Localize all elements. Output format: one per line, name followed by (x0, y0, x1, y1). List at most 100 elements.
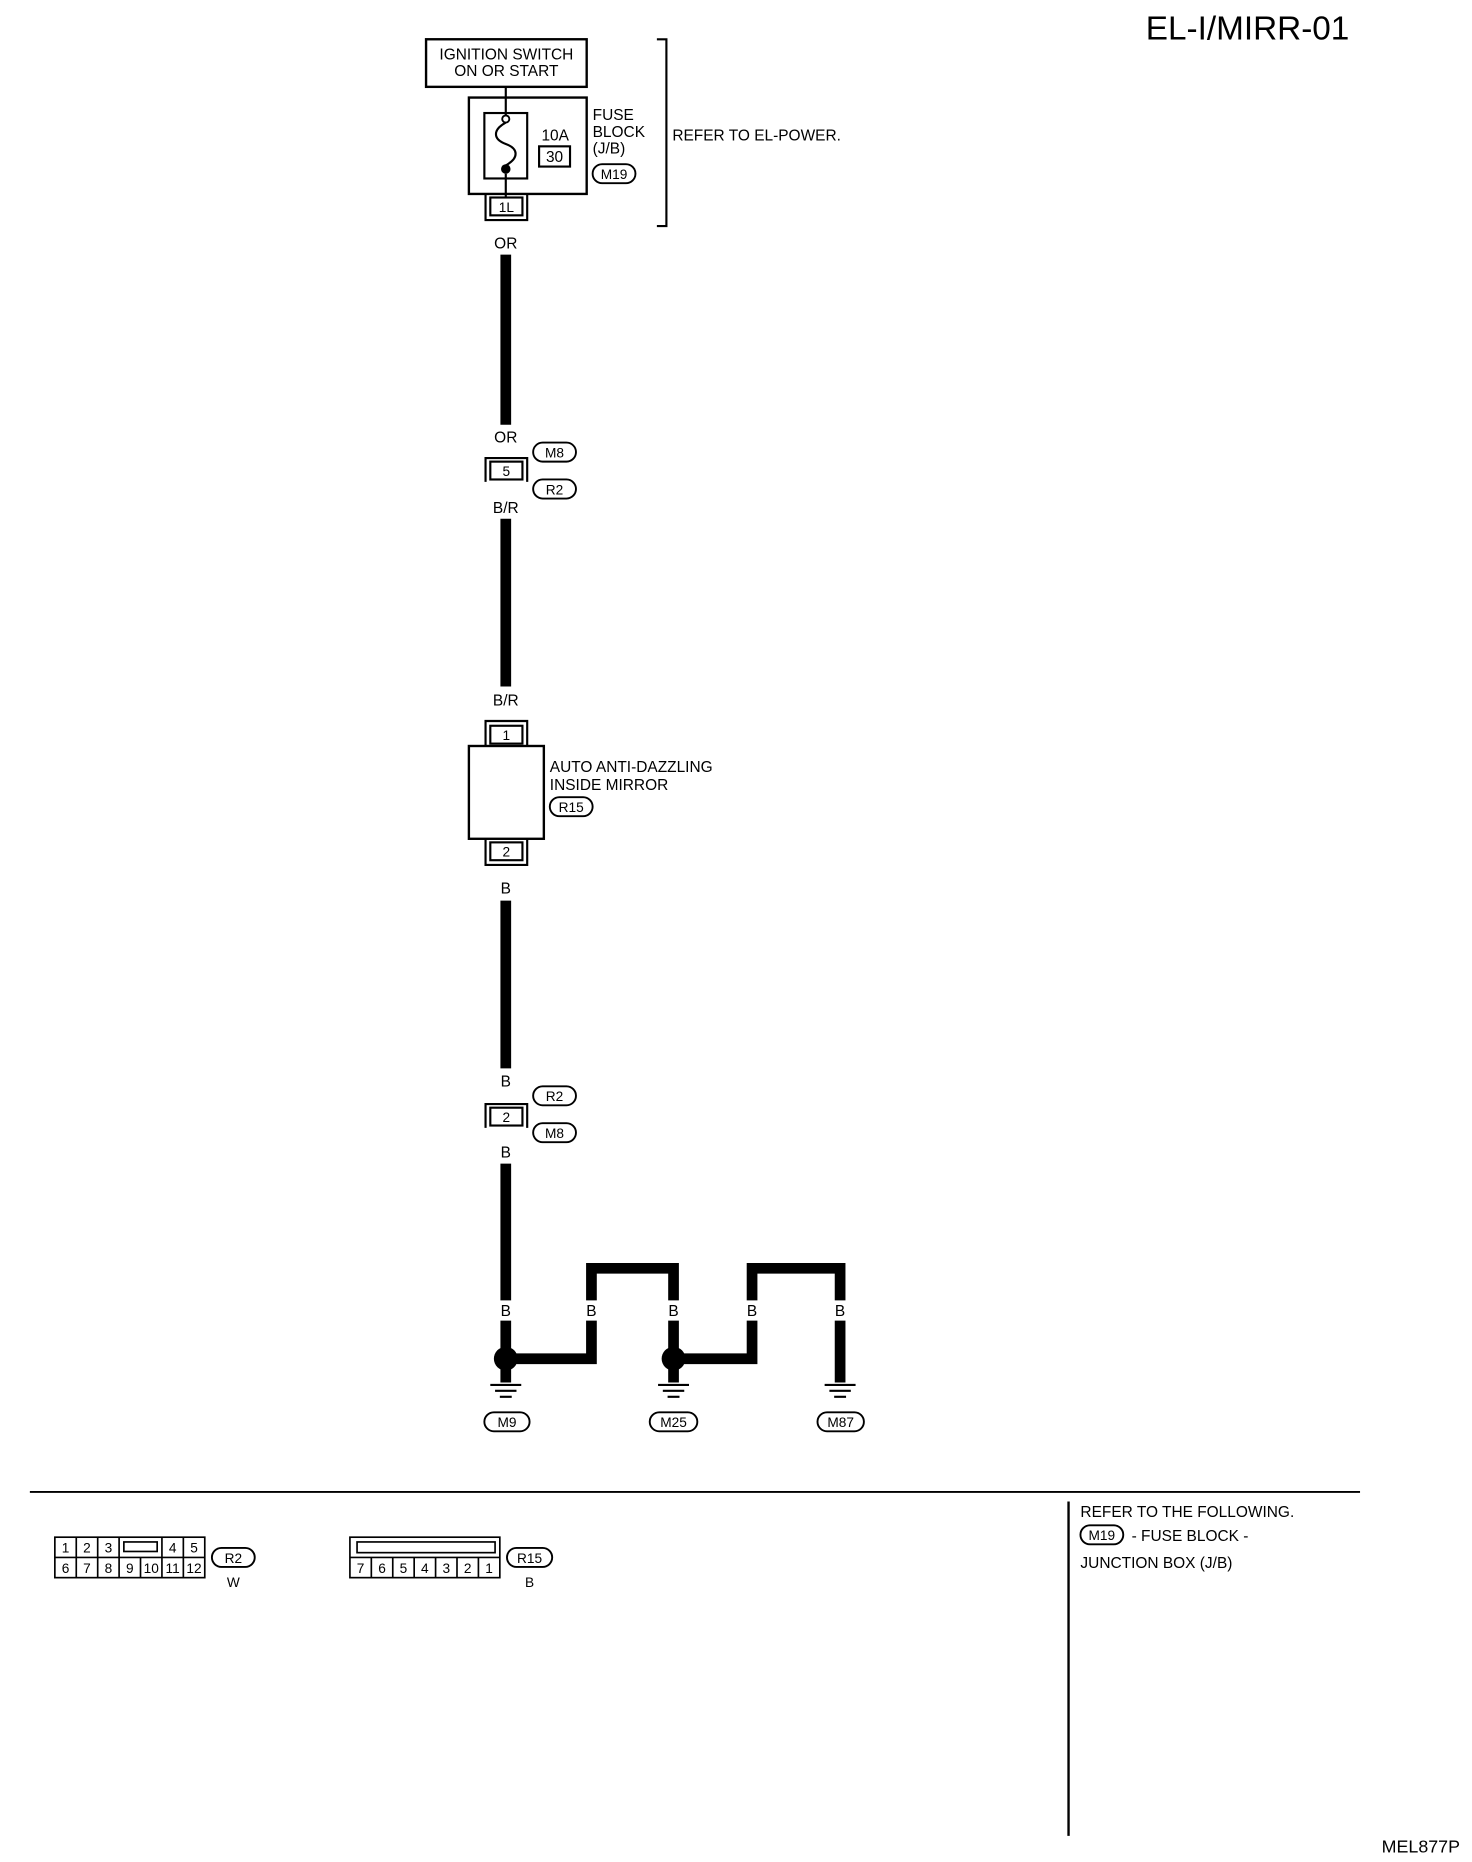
fuse-terminal-top (501, 114, 511, 124)
joint-connector-2-upper-badge (532, 1085, 577, 1107)
connector-r2-pin: 2 (83, 1541, 91, 1556)
fuse-number: 30 (546, 149, 563, 166)
connector-r15-pin: 2 (464, 1561, 472, 1576)
connector-r15-color: B (525, 1575, 534, 1590)
ignition-switch-line2: ON OR START (454, 63, 559, 80)
connector-r2-pin: 7 (83, 1561, 91, 1576)
connector-r2-key (123, 1541, 159, 1553)
connector-view-r15: 7 6 5 4 3 2 1 R15 B (349, 1536, 554, 1590)
mirror-name-line1: AUTO ANTI-DAZZLING (550, 759, 713, 776)
mirror-terminal-out: 2 (503, 845, 511, 860)
connector-r15-id: R15 (517, 1551, 542, 1566)
fuse-block-label-2: BLOCK (593, 124, 646, 141)
mirror-terminal-in: 1 (503, 728, 511, 743)
connector-r2-pin: 4 (169, 1541, 177, 1556)
joint-connector-2-lower-badge (532, 1122, 577, 1144)
connector-r15-pin: 5 (400, 1561, 408, 1576)
connector-r15-pin: 1 (485, 1561, 493, 1576)
ignition-switch: IGNITION SWITCH ON OR START (424, 38, 588, 89)
joint-connector-2-upper-id: R2 (546, 1089, 563, 1104)
fuse-block-label-3: (J/B) (593, 140, 626, 157)
ground-network (493, 1262, 846, 1383)
ground-id-2: M25 (660, 1415, 687, 1430)
wire-color-joint1-out: B/R (493, 500, 519, 517)
reference-line2: JUNCTION BOX (J/B) (1080, 1555, 1232, 1572)
joint-connector-2-terminal: 2 (503, 1110, 511, 1125)
connector-r2-badge (210, 1546, 256, 1568)
fuse-block-label-1: FUSE (593, 107, 634, 124)
reference-connector-id: M19 (1089, 1528, 1116, 1543)
power-reference-bracket (656, 38, 668, 228)
connector-r2-id: R2 (225, 1551, 242, 1566)
ground-badge-3 (816, 1411, 865, 1433)
ground-icon-1 (490, 1383, 522, 1398)
wire-color-ground-branch-2: B (586, 1303, 596, 1320)
connector-r2-pin: 11 (166, 1561, 180, 1576)
fuse-block: 10A 30 FUSE BLOCK (J/B) M19 (467, 86, 646, 198)
ground-icon-2 (658, 1383, 690, 1398)
fuse-terminal-connector: 1L (484, 193, 529, 222)
connector-r15-pin: 6 (378, 1561, 386, 1576)
wire-color-joint2-out: B (501, 1145, 511, 1162)
splice-dot-1 (493, 1346, 518, 1371)
joint-connector-1-lower-badge (532, 478, 577, 500)
joint-connector-1: 5 M8 R2 (484, 441, 577, 500)
joint-connector-1-upper-id: M8 (545, 445, 564, 460)
connector-r15-badge (506, 1546, 554, 1568)
mirror-name-line2: INSIDE MIRROR (550, 777, 668, 794)
auto-anti-dazzling-mirror: 1 AUTO ANTI-DAZZLING INSIDE MIRROR R15 2 (467, 719, 713, 867)
wire-color-ground-branch-5: B (835, 1303, 845, 1320)
wire-color-mirror-in: B/R (493, 693, 519, 710)
connector-r15-pin: 3 (442, 1561, 450, 1576)
reference-list: REFER TO THE FOLLOWING. M19 - FUSE BLOCK… (1079, 1504, 1294, 1572)
reference-heading: REFER TO THE FOLLOWING. (1080, 1504, 1294, 1521)
joint-connector-1-upper-badge (532, 441, 577, 463)
splice-dot-2 (661, 1346, 686, 1371)
joint-connector-1-lower-id: R2 (546, 482, 563, 497)
connector-r2-pin: 5 (190, 1541, 198, 1556)
connector-r2-pin: 9 (126, 1561, 134, 1576)
fuse-element-icon (494, 121, 517, 167)
reference-line1: - FUSE BLOCK - (1132, 1528, 1249, 1545)
connector-r2-pin: 10 (144, 1561, 160, 1576)
fuse-terminal-label: 1L (499, 200, 515, 215)
ground-badge-1 (483, 1411, 531, 1433)
connector-r15-key (356, 1541, 496, 1554)
wire-color-ground-branch-1: B (501, 1303, 511, 1320)
mirror-connector-id: R15 (559, 800, 584, 815)
fuse-block-connector-badge (591, 163, 637, 185)
joint-connector-2: R2 2 M8 (484, 1085, 577, 1144)
figure-id: MEL877P (1382, 1836, 1460, 1856)
connector-r2-pin: 8 (105, 1561, 113, 1576)
wire-color-fuse-out: OR (494, 236, 517, 253)
connector-r15-pin: 4 (421, 1561, 429, 1576)
connector-r2-pin: 3 (105, 1541, 113, 1556)
wire-color-joint2-in: B (501, 1073, 511, 1090)
power-reference-note: REFER TO EL-POWER. (672, 127, 841, 144)
connector-r2-color: W (227, 1575, 240, 1590)
connector-view-r2: 1 2 3 4 5 6 7 8 9 10 11 12 R2 W (54, 1536, 256, 1590)
joint-connector-1-terminal: 5 (503, 464, 511, 479)
connector-r15-pin: 7 (357, 1561, 365, 1576)
mirror-connector-badge (548, 796, 594, 818)
fuse-terminal-bottom (501, 164, 511, 174)
diagram-code: EL-I/MIRR-01 (1146, 10, 1350, 47)
wire-color-ground-branch-4: B (747, 1303, 757, 1320)
fuse-rating: 10A (541, 127, 569, 144)
ground-icon-3 (824, 1383, 856, 1398)
joint-connector-2-lower-id: M8 (545, 1126, 564, 1141)
fuse-block-connector-id: M19 (601, 167, 628, 182)
ground-badge-2 (648, 1411, 699, 1433)
reference-connector-badge (1079, 1524, 1125, 1546)
wire-color-ground-branch-3: B (668, 1303, 678, 1320)
connector-r2-pin: 12 (186, 1561, 201, 1576)
connector-r2-pin: 1 (62, 1541, 70, 1556)
ground-id-1: M9 (497, 1415, 516, 1430)
ignition-switch-line1: IGNITION SWITCH (439, 46, 573, 63)
connector-r2-pin: 6 (62, 1561, 70, 1576)
mirror-body (467, 744, 546, 840)
wire-color-joint1-in: OR (494, 430, 517, 447)
wire-color-mirror-out: B (501, 881, 511, 898)
ground-id-3: M87 (827, 1415, 854, 1430)
